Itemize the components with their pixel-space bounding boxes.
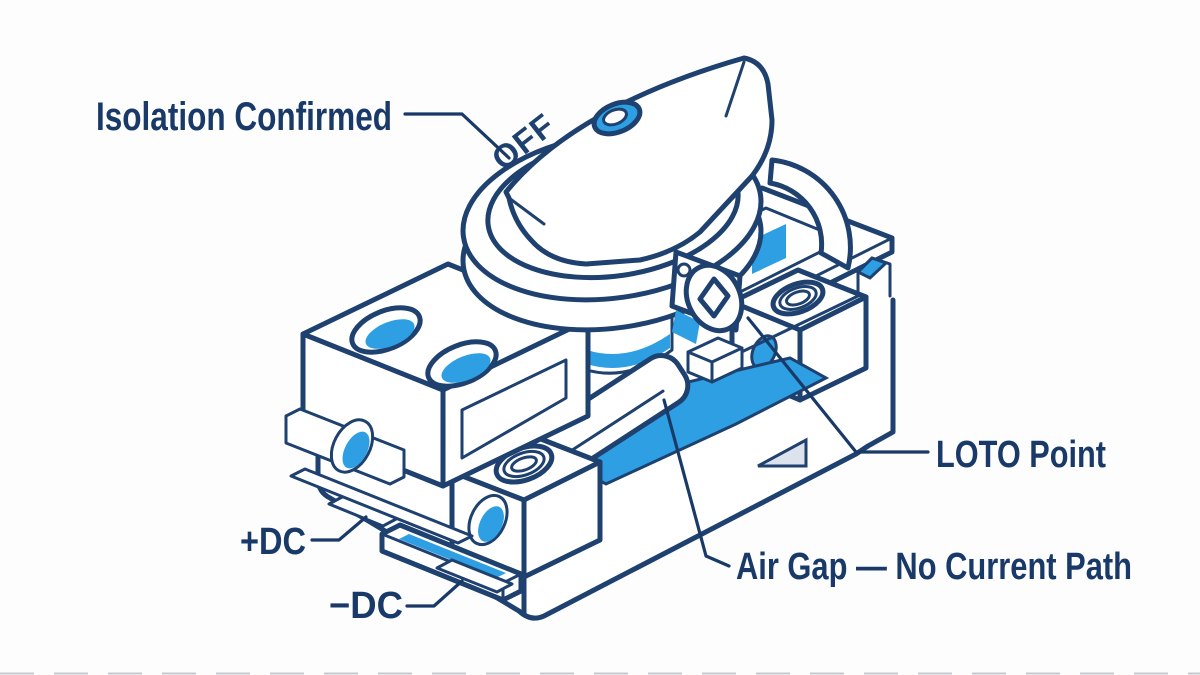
wire-entry-hole: [342, 431, 370, 469]
label-isolation-confirmed: Isolation Confirmed: [96, 95, 392, 139]
minus-dc-slot: [435, 558, 514, 594]
leader-air-gap: [662, 398, 731, 568]
loto-shackle-shaft: [669, 249, 745, 344]
leader-isolation-confirmed: [403, 112, 511, 160]
label-minus-dc: −DC: [329, 585, 403, 627]
loto-square-hole: [697, 276, 731, 319]
leader-minus-dc: [405, 579, 464, 608]
terminal-cage-hole: [441, 353, 491, 383]
terminal-screw-hole: [770, 279, 826, 317]
padlock-guard: [767, 157, 853, 271]
din-rail-end: [855, 256, 892, 304]
label-plus-dc: +DC: [240, 521, 306, 563]
label-air-gap: Air Gap — No Current Path: [736, 546, 1132, 588]
rail-clip-notch: [757, 437, 808, 468]
wire-entry-hole: [478, 506, 504, 542]
contact-lever: [529, 353, 691, 479]
label-loto-point: LOTO Point: [936, 434, 1106, 476]
terminal-block-front: [449, 431, 603, 580]
terminal-cage-hole: [365, 319, 415, 349]
leader-plus-dc: [310, 515, 368, 542]
leader-loto-point: [746, 316, 930, 454]
